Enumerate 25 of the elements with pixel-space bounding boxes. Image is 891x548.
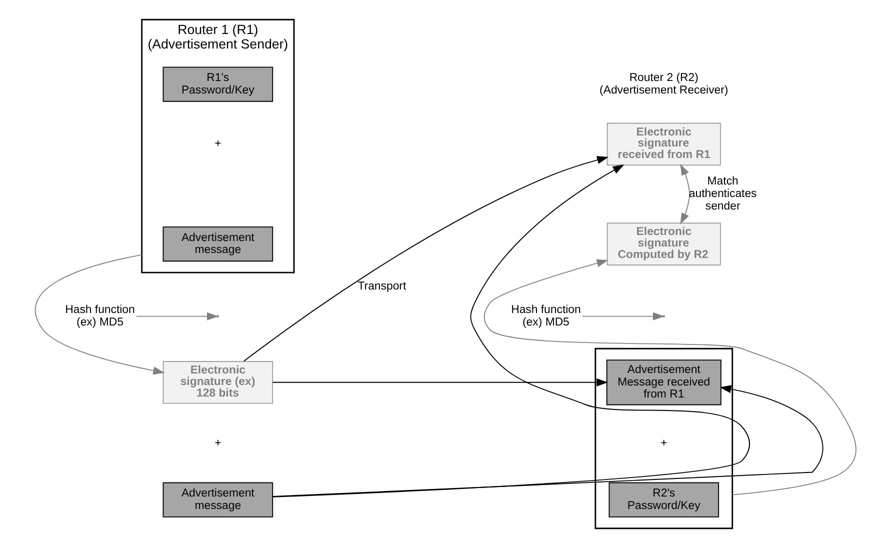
node-box: Electronic signature received from R1: [606, 122, 721, 166]
edge-label: Match authenticates sender: [688, 176, 757, 212]
label: +: [214, 438, 222, 450]
arrow: [582, 312, 664, 320]
arrow: [34, 254, 165, 375]
node-box: Electronic signature (ex) 128 bits: [162, 361, 274, 404]
label: +: [660, 438, 668, 450]
edge-label: Transport: [358, 280, 406, 292]
arrow: [272, 164, 750, 498]
arrow: [680, 164, 690, 224]
arrow: [272, 385, 824, 497]
arrow: [272, 378, 608, 386]
node-box: Advertisement message: [162, 226, 274, 262]
node-box: Advertisement message: [162, 482, 274, 518]
arrow: [243, 156, 609, 362]
label: +: [214, 138, 222, 150]
arrow: [136, 312, 218, 320]
node-box: Advertisement Message received from R1: [606, 360, 722, 406]
node-box: Electronic signature Computed by R2: [606, 222, 721, 266]
node-text: Hash function (ex) MD5: [65, 304, 135, 328]
node-text: Hash function (ex) MD5: [511, 304, 581, 328]
node-box: R2's Password/Key: [608, 482, 720, 518]
arrow: [484, 259, 856, 496]
node-box: R1's Password/Key: [162, 66, 274, 102]
label: Router 2 (R2) (Advertisement Receiver): [600, 72, 728, 96]
